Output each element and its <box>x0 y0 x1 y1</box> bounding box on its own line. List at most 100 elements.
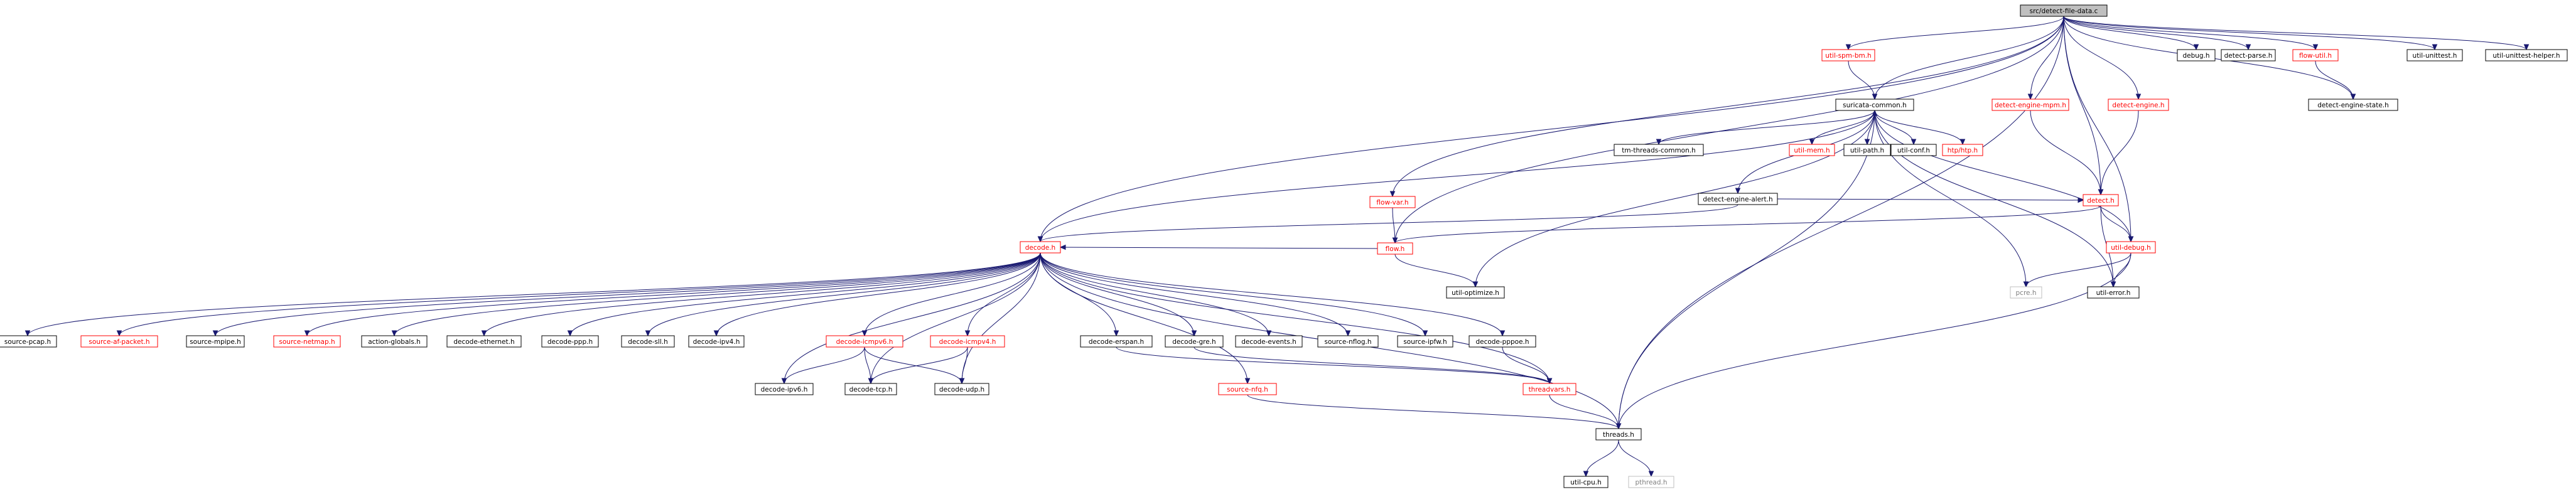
node-decode-icmpv4[interactable]: decode-icmpv4.h <box>930 335 1005 348</box>
edge-root-to-detect_engine_mpm <box>2030 16 2064 100</box>
node-threads[interactable]: threads.h <box>1595 428 1642 441</box>
node-label: decode-sll.h <box>628 338 668 346</box>
node-source-ipfw[interactable]: source-ipfw.h <box>1397 335 1453 348</box>
edge-suricata_common-to-util_debug <box>1874 110 2131 242</box>
node-label: source-nfq.h <box>1227 386 1268 393</box>
edge-suricata_common-to-util_error <box>1874 110 2114 287</box>
node-detect[interactable]: detect.h <box>2083 194 2119 206</box>
node-util-optimize[interactable]: util-optimize.h <box>1446 286 1505 299</box>
node-pthread[interactable]: pthread.h <box>1628 476 1674 488</box>
node-util-cpu[interactable]: util-cpu.h <box>1563 476 1609 488</box>
edge-decode-to-decode_ipv4 <box>716 252 1041 336</box>
node-action-globals[interactable]: action-globals.h <box>361 335 428 348</box>
edge-flow-to-util_optimize <box>1394 254 1476 287</box>
node-decode[interactable]: decode.h <box>1020 241 1061 254</box>
edge-threadvars-to-threads <box>1549 394 1619 429</box>
node-source-mpipe[interactable]: source-mpipe.h <box>186 335 245 348</box>
node-util-unittest-helper[interactable]: util-unittest-helper.h <box>2485 49 2568 62</box>
node-label: util-unittest-helper.h <box>2492 52 2560 60</box>
edge-threads-to-util_cpu <box>1585 439 1619 477</box>
node-util-spm-bm[interactable]: util-spm-bm.h <box>1821 49 1875 62</box>
node-box <box>80 335 158 348</box>
node-detect-engine-state[interactable]: detect-engine-state.h <box>2308 99 2398 111</box>
node-label: detect-parse.h <box>2224 52 2273 60</box>
node-label: decode-gre.h <box>1172 338 1215 346</box>
edge-decode-to-threadvars <box>1040 252 1550 384</box>
node-pcre[interactable]: pcre.h <box>2010 286 2042 299</box>
node-box <box>273 335 341 348</box>
arrowhead-root-to-util_unittest_helper <box>2523 44 2530 51</box>
node-label: util-mem.h <box>1794 147 1830 154</box>
node-util-error[interactable]: util-error.h <box>2087 286 2140 299</box>
node-label: util-optimize.h <box>1452 289 1499 297</box>
edge-decode-to-source_ipfw <box>1040 252 1426 336</box>
node-decode-erspan[interactable]: decode-erspan.h <box>1080 335 1153 348</box>
node-detect-engine[interactable]: detect-engine.h <box>2108 99 2169 111</box>
node-decode-icmpv6[interactable]: decode-icmpv6.h <box>826 335 903 348</box>
node-decode-udp[interactable]: decode-udp.h <box>934 383 989 395</box>
node-detect-engine-alert[interactable]: detect-engine-alert.h <box>1698 193 1778 205</box>
node-suricata-common[interactable]: suricata-common.h <box>1835 99 1914 111</box>
node-flow[interactable]: flow.h <box>1377 242 1413 255</box>
edge-threads-to-pthread <box>1618 439 1652 477</box>
arrowhead-detect_engine_alert-to-detect <box>2078 197 2084 203</box>
arrowhead-decode-to-source_mpipe <box>212 330 218 337</box>
node-util-debug[interactable]: util-debug.h <box>2106 241 2156 254</box>
node-decode-ethernet[interactable]: decode-ethernet.h <box>446 335 522 348</box>
node-util-unittest[interactable]: util-unittest.h <box>2406 49 2463 62</box>
node-detect-engine-mpm[interactable]: detect-engine-mpm.h <box>1991 99 2069 111</box>
node-decode-pppoe[interactable]: decode-pppoe.h <box>1469 335 1536 348</box>
arrowhead-threads-to-util_cpu <box>1583 471 1589 478</box>
node-decode-ppp[interactable]: decode-ppp.h <box>541 335 599 348</box>
node-decode-events[interactable]: decode-events.h <box>1235 335 1303 348</box>
edge-suricata_common-to-htp <box>1874 110 1963 145</box>
node-source-nfq[interactable]: source-nfq.h <box>1218 383 1277 395</box>
node-label: decode-erspan.h <box>1089 338 1144 346</box>
node-box <box>1614 144 1704 156</box>
node-label: source-netmap.h <box>279 338 335 346</box>
node-box <box>0 335 57 348</box>
node-box <box>934 383 989 395</box>
node-decode-ipv6[interactable]: decode-ipv6.h <box>755 383 814 395</box>
node-box <box>1446 286 1505 299</box>
node-htp[interactable]: htp/htp.h <box>1942 144 1983 156</box>
arrowhead-decode_icmpv4-to-decode_tcp <box>868 378 874 385</box>
arrowhead-decode-to-source_netmap <box>304 330 310 337</box>
node-detect-parse[interactable]: detect-parse.h <box>2221 49 2276 62</box>
node-label: decode-events.h <box>1241 338 1296 346</box>
edge-root-to-debug <box>2063 16 2197 50</box>
edge-detect-to-flow <box>1394 205 2101 243</box>
arrowhead-decode-to-decode_sll <box>645 330 651 337</box>
node-util-conf[interactable]: util-conf.h <box>1890 144 1937 156</box>
edge-suricata_common-to-util_optimize <box>1475 110 1875 287</box>
node-debug[interactable]: debug.h <box>2177 49 2216 62</box>
edge-detect-to-util_debug <box>2100 205 2131 242</box>
edge-root-to-suricata_common <box>1874 16 2064 100</box>
node-threadvars[interactable]: threadvars.h <box>1522 383 1576 395</box>
node-util-mem[interactable]: util-mem.h <box>1789 144 1835 156</box>
arrowhead-decode-to-decode_erspan <box>1113 330 1119 337</box>
node-flow-util[interactable]: flow-util.h <box>2292 49 2339 62</box>
node-label: flow.h <box>1386 245 1405 253</box>
node-label: src/detect-file-data.c <box>2030 8 2098 15</box>
node-root[interactable]: src/detect-file-data.c <box>2020 4 2108 17</box>
node-decode-sll[interactable]: decode-sll.h <box>621 335 675 348</box>
node-box <box>1080 335 1153 348</box>
node-source-nflog[interactable]: source-nflog.h <box>1317 335 1379 348</box>
node-decode-tcp[interactable]: decode-tcp.h <box>844 383 897 395</box>
node-box <box>1369 196 1416 208</box>
node-tm-threads-common[interactable]: tm-threads-common.h <box>1614 144 1704 156</box>
node-decode-ipv4[interactable]: decode-ipv4.h <box>688 335 745 348</box>
arrowhead-decode-to-action_globals <box>391 330 397 337</box>
node-source-pcap[interactable]: source-pcap.h <box>0 335 57 348</box>
node-flow-var[interactable]: flow-var.h <box>1369 196 1416 208</box>
edge-root-to-threads <box>1618 16 2064 429</box>
node-decode-gre[interactable]: decode-gre.h <box>1165 335 1224 348</box>
edge-root-to-decode <box>1040 16 2064 242</box>
edge-detect_engine_alert-to-detect <box>1777 198 2084 201</box>
node-source-af-packet[interactable]: source-af-packet.h <box>80 335 158 348</box>
node-util-path[interactable]: util-path.h <box>1843 144 1891 156</box>
node-source-netmap[interactable]: source-netmap.h <box>273 335 341 348</box>
node-label: util-error.h <box>2096 289 2131 297</box>
